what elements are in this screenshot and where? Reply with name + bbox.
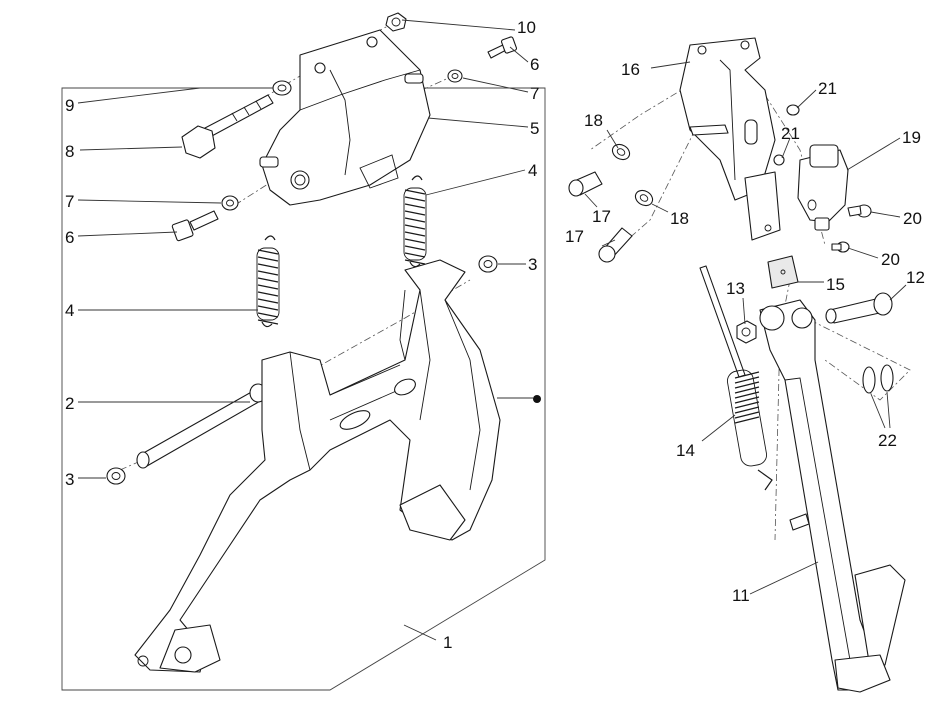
screw-20-upper xyxy=(847,204,872,218)
callout-8: 8 xyxy=(65,142,74,161)
nut-21-upper xyxy=(786,104,800,116)
nut-21-lower xyxy=(773,154,785,166)
callout-7-upper: 7 xyxy=(530,84,539,103)
washer-7-lower xyxy=(221,195,239,211)
screw-17-upper xyxy=(568,171,603,197)
callout-21-lower: 21 xyxy=(781,124,800,143)
callout-6-lower: 6 xyxy=(65,228,74,247)
screw-17-lower xyxy=(598,227,633,263)
callout-4-lower: 4 xyxy=(65,301,74,320)
bush-15 xyxy=(744,171,799,289)
callout-20-lower: 20 xyxy=(881,250,900,269)
washer-7-upper xyxy=(447,69,463,83)
washer-22-a xyxy=(862,366,876,394)
callout-5: 5 xyxy=(530,119,539,138)
callout-6-upper: 6 xyxy=(530,55,539,74)
callout-15: 15 xyxy=(826,275,845,294)
spring-4-upper xyxy=(403,175,427,268)
callout-13: 13 xyxy=(726,279,745,298)
callout-7-lower: 7 xyxy=(65,192,74,211)
shaft-2 xyxy=(136,383,267,469)
nut-10 xyxy=(385,12,407,32)
callout-3-left: 3 xyxy=(65,470,74,489)
callout-16: 16 xyxy=(621,60,640,79)
bolt-6-lower xyxy=(171,210,219,242)
washer-3-left xyxy=(106,467,126,485)
bolt-6-upper xyxy=(487,36,518,59)
callout-4-upper: 4 xyxy=(528,161,537,180)
spring-4-lower xyxy=(256,235,280,328)
side-stand-bracket xyxy=(679,37,776,201)
stand-switch xyxy=(797,144,849,231)
center-stand xyxy=(134,259,501,673)
washer-3-right xyxy=(478,255,498,273)
callout-2: 2 xyxy=(65,394,74,413)
callout-9: 9 xyxy=(65,96,74,115)
spring-14 xyxy=(699,265,773,491)
callout-17-upper: 17 xyxy=(592,207,611,226)
screw-20-lower xyxy=(831,241,850,253)
callout-labels: 10 6 7 5 4 3 9 8 7 6 4 2 3 1 16 21 21 19… xyxy=(65,18,925,652)
callout-12: 12 xyxy=(906,268,925,287)
callout-21-upper: 21 xyxy=(818,79,837,98)
washer-9 xyxy=(272,80,292,96)
callout-18-upper: 18 xyxy=(584,111,603,130)
callout-20-upper: 20 xyxy=(903,209,922,228)
nut-13 xyxy=(736,320,757,344)
leader-lines xyxy=(77,19,907,641)
callout-1: 1 xyxy=(443,633,452,652)
callout-17-lower: 17 xyxy=(565,227,584,246)
washer-18-upper xyxy=(611,143,631,161)
washer-18-lower xyxy=(634,189,654,207)
callout-19: 19 xyxy=(902,128,921,147)
washer-22-b xyxy=(880,364,894,392)
callout-22: 22 xyxy=(878,431,897,450)
callout-11: 11 xyxy=(732,586,750,605)
callout-14: 14 xyxy=(676,441,695,460)
pin-12 xyxy=(825,292,893,324)
callout-3-right: 3 xyxy=(528,255,537,274)
assembly-1-frame xyxy=(61,87,546,691)
callout-18-lower: 18 xyxy=(670,209,689,228)
side-stand-leg xyxy=(759,299,906,693)
bracket-part xyxy=(259,29,431,206)
callout-10: 10 xyxy=(517,18,536,37)
bolt-8 xyxy=(181,94,274,159)
assembly-marker-dot xyxy=(533,395,541,403)
